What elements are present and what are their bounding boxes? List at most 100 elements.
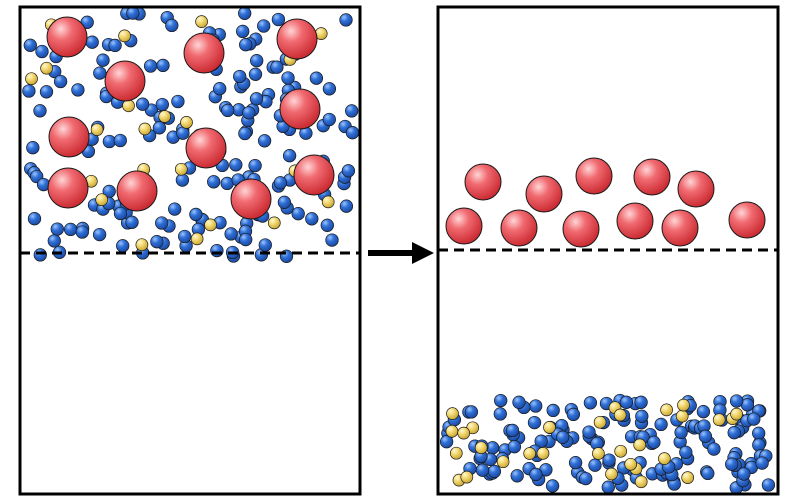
blue-sphere-icon	[85, 35, 99, 49]
blue-sphere-icon	[727, 426, 741, 440]
yellow-sphere-icon	[446, 407, 459, 420]
yellow-sphere-icon	[135, 238, 149, 252]
yellow-sphere-icon	[593, 415, 607, 429]
blue-sphere-icon	[71, 83, 85, 97]
blue-sphere-icon	[92, 227, 107, 242]
blue-sphere-icon	[325, 233, 339, 247]
blue-sphere-icon	[50, 222, 64, 236]
blue-sphere-icon	[236, 24, 250, 39]
blue-sphere-icon	[238, 6, 252, 20]
blue-sphere-icon	[701, 466, 715, 481]
yellow-sphere-icon	[118, 29, 131, 43]
blue-sphere-icon	[178, 229, 192, 244]
blue-sphere-icon	[545, 479, 560, 493]
red-sphere-icon	[677, 170, 715, 208]
blue-sphere-icon	[546, 403, 560, 418]
blue-sphere-icon	[277, 195, 292, 209]
red-sphere-icon	[500, 209, 538, 247]
blue-sphere-icon	[271, 12, 286, 27]
blue-sphere-icon	[439, 435, 454, 449]
blue-sphere-icon	[229, 158, 243, 172]
yellow-sphere-icon	[321, 195, 335, 209]
blue-sphere-icon	[309, 71, 324, 85]
red-sphere-icon	[575, 157, 613, 195]
blue-sphere-icon	[75, 225, 89, 239]
red-sphere-icon	[47, 167, 89, 209]
blue-sphere-icon	[707, 442, 721, 456]
blue-sphere-icon	[761, 478, 776, 492]
blue-sphere-icon	[752, 426, 766, 440]
yellow-sphere-icon	[180, 116, 193, 129]
blue-sphere-icon	[39, 85, 54, 99]
blue-sphere-icon	[221, 103, 235, 118]
blue-sphere-icon	[239, 38, 253, 52]
blue-sphere-icon	[176, 126, 190, 140]
panel-after	[436, 5, 780, 496]
blue-sphere-icon	[125, 215, 139, 229]
blue-sphere-icon	[747, 412, 761, 426]
blue-sphere-icon	[493, 407, 507, 421]
yellow-sphere-icon	[614, 444, 628, 458]
blue-sphere-icon	[647, 435, 661, 449]
blue-sphere-icon	[113, 206, 128, 221]
red-sphere-icon	[183, 32, 225, 74]
blue-sphere-icon	[113, 133, 127, 148]
yellow-sphere-icon	[634, 475, 648, 489]
blue-sphere-icon	[305, 212, 319, 226]
blue-sphere-icon	[527, 415, 542, 430]
blue-sphere-icon	[33, 248, 47, 262]
blue-sphere-icon	[339, 199, 354, 213]
left-panel-frame	[18, 5, 362, 496]
blue-sphere-icon	[239, 232, 253, 247]
blue-sphere-icon	[22, 84, 36, 98]
blue-sphere-icon	[27, 212, 42, 226]
panel-before	[18, 5, 362, 496]
blue-sphere-icon	[156, 58, 170, 73]
blue-sphere-icon	[168, 202, 182, 216]
right-particle-cloud	[439, 157, 776, 495]
yellow-sphere-icon	[457, 426, 471, 440]
blue-sphere-icon	[152, 121, 167, 135]
blue-sphere-icon	[63, 222, 78, 237]
blue-sphere-icon	[602, 453, 616, 467]
blue-sphere-icon	[53, 74, 68, 89]
red-sphere-icon	[562, 210, 600, 248]
blue-sphere-icon	[224, 227, 238, 241]
red-sphere-icon	[104, 60, 146, 102]
red-sphere-icon	[46, 16, 88, 58]
blue-sphere-icon	[249, 92, 264, 106]
blue-sphere-icon	[220, 176, 234, 191]
blue-sphere-icon	[487, 464, 502, 479]
blue-sphere-icon	[210, 243, 224, 258]
yellow-sphere-icon	[138, 122, 152, 136]
red-sphere-icon	[525, 175, 563, 213]
blue-sphere-icon	[171, 94, 185, 109]
blue-sphere-icon	[250, 54, 264, 68]
blue-sphere-icon	[23, 38, 37, 52]
yellow-sphere-icon	[624, 457, 638, 471]
blue-sphere-icon	[270, 60, 284, 74]
blue-sphere-icon	[679, 445, 693, 459]
red-sphere-icon	[185, 127, 227, 169]
yellow-sphere-icon	[474, 441, 488, 455]
yellow-sphere-icon	[460, 470, 474, 484]
yellow-sphere-icon	[660, 403, 673, 417]
yellow-sphere-icon	[675, 409, 689, 423]
blue-sphere-icon	[155, 216, 169, 230]
blue-sphere-icon	[248, 158, 262, 173]
blue-sphere-icon	[257, 19, 271, 33]
blue-sphere-icon	[345, 126, 360, 140]
yellow-sphere-icon	[174, 162, 188, 176]
yellow-sphere-icon	[536, 447, 550, 460]
red-sphere-icon	[116, 170, 158, 212]
yellow-sphere-icon	[543, 421, 556, 434]
yellow-sphere-icon	[195, 15, 208, 28]
yellow-sphere-icon	[449, 446, 463, 460]
yellow-sphere-icon	[592, 447, 605, 460]
blue-sphere-icon	[341, 164, 356, 178]
yellow-sphere-icon	[677, 398, 690, 412]
blue-sphere-icon	[568, 456, 583, 470]
yellow-sphere-icon	[95, 193, 109, 207]
blue-sphere-icon	[588, 458, 602, 472]
blue-sphere-icon	[248, 67, 263, 81]
